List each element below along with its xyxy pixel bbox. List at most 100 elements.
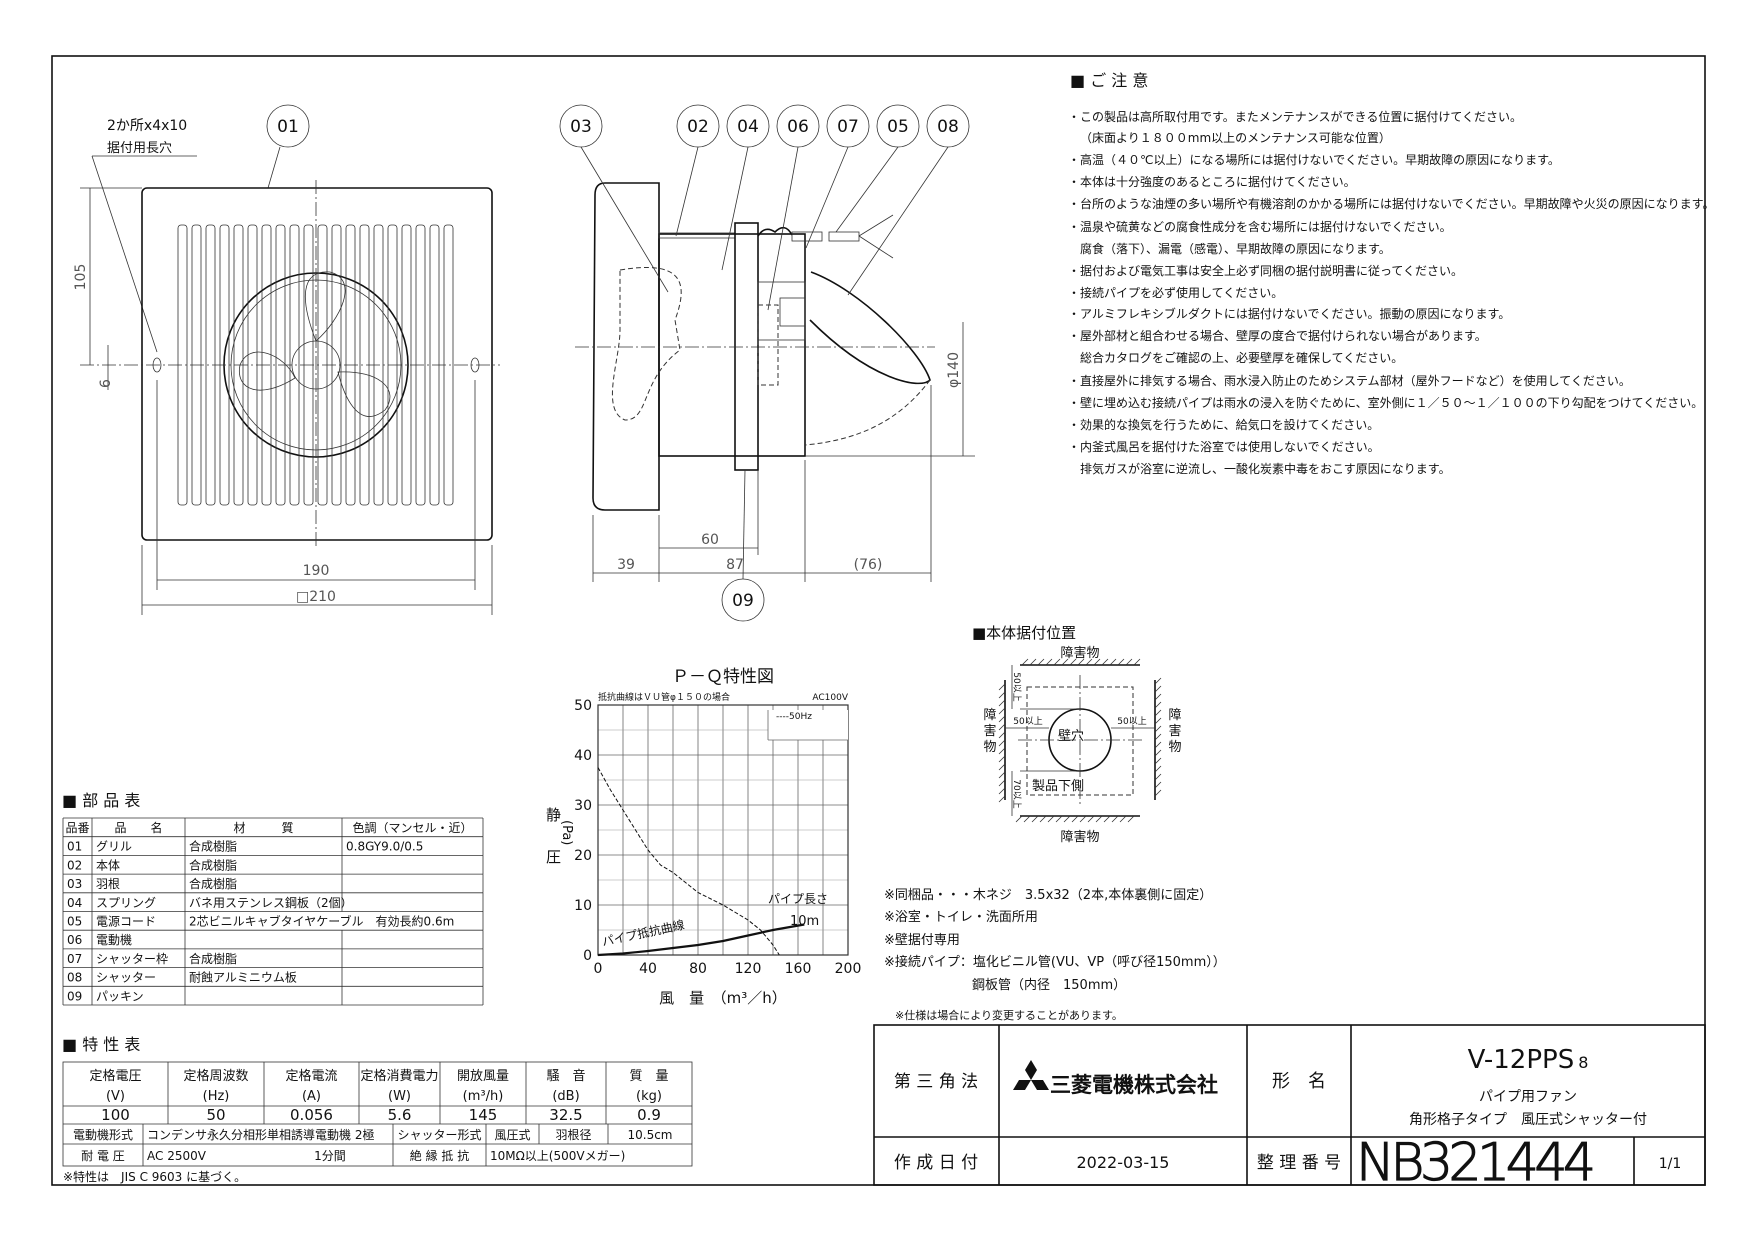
legend-box xyxy=(768,710,848,740)
obstacle-top: 障害物 xyxy=(1060,645,1099,661)
parts-cell: 03 xyxy=(67,877,82,891)
spec-motor-label: 電動機形式 xyxy=(73,1127,133,1142)
note-line: ※同梱品・・・木ネジ 3.5x32（2本,本体裏側に固定） xyxy=(884,888,1212,903)
spec-value: 50 xyxy=(206,1106,225,1124)
mounting-slot-right xyxy=(470,357,480,373)
wall-hole-label: 壁穴 xyxy=(1058,729,1084,744)
y-tick-label: 50 xyxy=(574,698,592,714)
parts-cell: 02 xyxy=(67,858,82,872)
caution-line: ・屋外部材と組合わせる場合、壁厚の度合で据付けられない場合があります。 xyxy=(1068,328,1487,343)
caution-line: ・台所のような油煙の多い場所や有機溶剤のかかる場所には据付けないでください。早期… xyxy=(1068,196,1714,211)
gasket-flange xyxy=(734,222,759,471)
callout-01 xyxy=(266,104,310,148)
spec-change-note: ※仕様は場合により変更することがあります。 xyxy=(895,1008,1123,1022)
grille-outline xyxy=(141,187,493,541)
cautions: ■ ご 注 意 ・この製品は高所取付用です。またメンテナンスができる位置に据付け… xyxy=(1068,71,1714,476)
document-number: NB321444 xyxy=(1356,1133,1596,1193)
spec-header-unit: (V) xyxy=(106,1089,125,1104)
callout-label: 07 xyxy=(837,117,859,137)
front-view: 2か所x4x10 据付用長穴 01 105 6 190 □210 xyxy=(73,104,500,615)
y-tick-label: 20 xyxy=(574,848,592,864)
dim-phi140: φ140 xyxy=(946,352,962,388)
number-label: 整 理 番 号 xyxy=(1257,1153,1341,1173)
callout-label: 08 xyxy=(937,117,959,137)
note-line: ※浴室・トイレ・洗面所用 xyxy=(884,909,1038,925)
spec-header: 定格周波数 xyxy=(183,1068,248,1084)
caution-line: ・壁に埋め込む接続パイプは雨水の浸入を防ぐために、室外側に１／５０～１／１００の… xyxy=(1068,395,1703,410)
parts-cell: バネ用ステンレス鋼板（2個） xyxy=(189,896,353,910)
date-label: 作 成 日 付 xyxy=(894,1153,978,1173)
y-tick-label: 10 xyxy=(574,898,592,914)
obstacle-left: 障害物 xyxy=(983,708,996,755)
annotation-pipe-length: パイプ長さ xyxy=(768,892,828,906)
dim-210: □210 xyxy=(296,589,336,605)
dim-87: 87 xyxy=(726,557,744,573)
parts-cell: 本体 xyxy=(96,858,120,872)
spec-table: ■ 特 性 表 定格電圧(V)100定格周波数(Hz)50定格電流(A)0.05… xyxy=(62,1035,693,1184)
series-line-50hz xyxy=(597,767,780,956)
sheet-number: 1/1 xyxy=(1659,1156,1682,1172)
parts-header: 品 名 xyxy=(114,820,162,835)
caution-line: 腐食（落下）、漏電（感電）、早期故障の原因になります。 xyxy=(1080,241,1391,256)
caution-line: ・本体は十分強度のあるところに据付けてください。 xyxy=(1068,174,1356,189)
model-label: 形 名 xyxy=(1272,1071,1326,1092)
body xyxy=(658,233,806,457)
clearance-top: 50以上 xyxy=(1011,672,1022,701)
caution-line: ・アルミフレキシブルダクトには据付けないでください。振動の原因になります。 xyxy=(1068,306,1510,321)
cautions-title: ■ ご 注 意 xyxy=(1070,71,1148,90)
parts-cell: パッキン xyxy=(96,989,144,1003)
spec-header: 開放風量 xyxy=(457,1069,509,1084)
caution-line: ・据付および電気工事は安全上必ず同梱の据付説明書に従ってください。 xyxy=(1068,263,1463,278)
spec-header: 騒 音 xyxy=(546,1068,585,1084)
y-axis-label-1: 静 xyxy=(546,806,561,824)
parts-cell: 合成樹脂 xyxy=(189,839,237,854)
power-cord xyxy=(791,231,823,242)
note-line: ※壁据付専用 xyxy=(884,933,960,948)
x-tick-label: 40 xyxy=(639,961,657,977)
parts-cell: 05 xyxy=(67,915,82,929)
company-name: 三菱電機株式会社 xyxy=(1050,1073,1218,1097)
obstacle-right: 障害物 xyxy=(1168,708,1181,755)
caution-line: ・この製品は高所取付用です。またメンテナンスができる位置に据付けてください。 xyxy=(1068,109,1522,124)
dim-6: 6 xyxy=(98,379,114,388)
y-tick-label: 30 xyxy=(574,798,592,814)
dim-60: 60 xyxy=(701,532,719,548)
clearance-bottom: 70以上 xyxy=(1011,779,1022,808)
callout-label: 02 xyxy=(687,117,709,137)
spec-shutter-label: シャッター形式 xyxy=(397,1128,481,1142)
x-tick-label: 200 xyxy=(835,961,862,977)
dim-76: (76) xyxy=(854,557,883,573)
spec-blade-label: 羽根径 xyxy=(555,1128,591,1142)
parts-cell: 01 xyxy=(67,840,82,854)
caution-line: ・効果的な換気を行うために、給気口を設けてください。 xyxy=(1068,417,1379,432)
x-tick-label: 160 xyxy=(785,961,812,977)
dim-39: 39 xyxy=(617,557,635,573)
notes: ※同梱品・・・木ネジ 3.5x32（2本,本体裏側に固定） ※浴室・トイレ・洗面所… xyxy=(884,888,1226,993)
spec-header: 定格電流 xyxy=(285,1068,337,1084)
chart-voltage: AC100V xyxy=(812,693,848,703)
callout-label: 04 xyxy=(737,117,759,137)
spec-withstand-label: 耐 電 圧 xyxy=(81,1149,125,1163)
parts-cell: 耐蝕アルミニウム板 xyxy=(189,970,297,985)
grille-side xyxy=(592,182,660,511)
mounting-slot-left xyxy=(152,357,162,373)
spec-note: ※特性は JIS C 9603 に基づく。 xyxy=(63,1169,246,1184)
spec-withstand-time: 1分間 xyxy=(314,1149,346,1163)
y-tick-label: 0 xyxy=(583,948,592,964)
parts-cell: 04 xyxy=(67,896,82,910)
caution-line: ・内釜式風呂を据付けた浴室では使用しないでください。 xyxy=(1068,439,1380,454)
parts-cell: シャッター xyxy=(96,971,156,985)
spec-header-unit: (A) xyxy=(302,1089,321,1104)
dim-190: 190 xyxy=(303,563,330,579)
spec-header: 定格消費電力 xyxy=(360,1068,438,1084)
caution-line: 排気ガスが浴室に逆流し、一酸化炭素中毒をおこす原因になります。 xyxy=(1080,461,1451,476)
spec-header-unit: (kg) xyxy=(636,1089,662,1104)
y-tick-label: 40 xyxy=(574,748,592,764)
shutter xyxy=(809,271,931,385)
caution-line: ・温泉や硫黄などの腐食性成分を含む場所には据付けないでください。 xyxy=(1068,219,1452,234)
dim-105: 105 xyxy=(73,264,89,291)
annotation-10m: 10m xyxy=(790,914,819,929)
